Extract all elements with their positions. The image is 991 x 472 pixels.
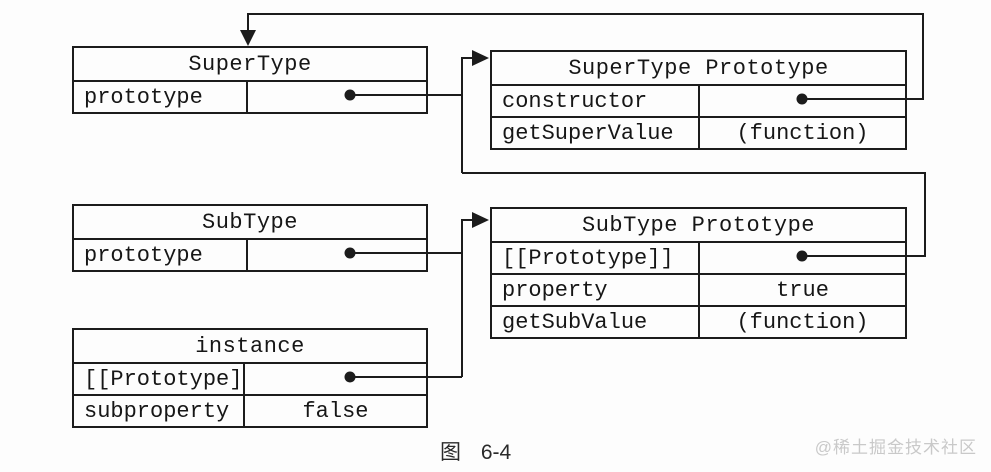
row-label: property: [492, 275, 700, 305]
row-value: [700, 243, 905, 273]
arrowhead-into-supertype-prototype: [472, 50, 489, 66]
row-label: getSuperValue: [492, 118, 700, 148]
node-subtype-prototype: SubType Prototype [[Prototype]] property…: [490, 207, 907, 339]
row-value: [248, 82, 426, 112]
row-label: prototype: [74, 82, 248, 112]
node-supertype: SuperType prototype: [72, 46, 428, 114]
row-value: (function): [736, 120, 869, 146]
row-label: getSubValue: [492, 307, 700, 337]
node-title: instance: [74, 330, 426, 364]
node-instance: instance [[Prototype]] subproperty false: [72, 328, 428, 428]
row-label: prototype: [74, 240, 248, 270]
table-row: [[Prototype]]: [74, 364, 426, 396]
row-label: [[Prototype]]: [492, 243, 700, 273]
row-value: (function): [736, 309, 869, 335]
table-row: property true: [492, 275, 905, 307]
table-row: getSuperValue (function): [492, 118, 905, 148]
node-subtype: SubType prototype: [72, 204, 428, 272]
table-row: prototype: [74, 82, 426, 112]
row-value: false: [302, 398, 369, 424]
row-value: [245, 364, 426, 394]
watermark-text: @稀土掘金技术社区: [814, 438, 977, 457]
row-value: [248, 240, 426, 270]
figure-caption: 图 6-4: [440, 441, 512, 464]
table-row: subproperty false: [74, 396, 426, 426]
node-title: SuperType Prototype: [492, 52, 905, 86]
row-label: [[Prototype]]: [74, 364, 245, 394]
row-value: [700, 86, 905, 116]
row-value: true: [776, 277, 829, 303]
row-label: constructor: [492, 86, 700, 116]
table-row: getSubValue (function): [492, 307, 905, 337]
table-row: constructor: [492, 86, 905, 118]
node-title: SuperType: [74, 48, 426, 82]
table-row: [[Prototype]]: [492, 243, 905, 275]
arrowhead-into-subtype-prototype: [472, 212, 489, 228]
node-title: SubType Prototype: [492, 209, 905, 243]
table-row: prototype: [74, 240, 426, 270]
node-title: SubType: [74, 206, 426, 240]
row-label: subproperty: [74, 396, 245, 426]
node-supertype-prototype: SuperType Prototype constructor getSuper…: [490, 50, 907, 150]
edge-trunk-to-subtype-prototype: [461, 219, 479, 377]
arrowhead-into-supertype: [240, 30, 256, 46]
edge-trunk-to-supertype-prototype: [461, 57, 479, 173]
